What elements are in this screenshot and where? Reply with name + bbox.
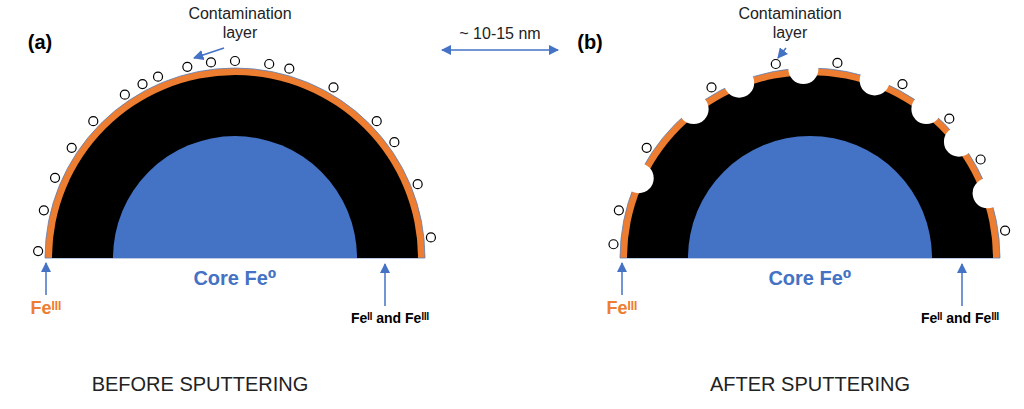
contaminant-dot bbox=[51, 173, 60, 182]
contaminant-dot bbox=[707, 83, 716, 92]
sputter-pit bbox=[944, 127, 974, 157]
callout-label: Feᴵᴵ and Feᴵᴵᴵ bbox=[351, 310, 429, 327]
contaminant-dot bbox=[39, 206, 48, 215]
metal-core bbox=[688, 136, 932, 258]
contaminant-dot bbox=[413, 180, 422, 189]
contaminant-dot bbox=[120, 90, 129, 99]
contaminant-dot bbox=[390, 138, 399, 147]
metal-core bbox=[113, 136, 357, 258]
leader-arrow bbox=[194, 48, 224, 58]
contaminant-dot bbox=[372, 117, 381, 126]
nanoparticle bbox=[609, 54, 1010, 258]
oxide-shell-outer bbox=[45, 68, 425, 258]
sputter-pit bbox=[911, 94, 941, 124]
contaminant-dot bbox=[183, 62, 192, 71]
callout-label: Contamination layer bbox=[725, 4, 855, 42]
dimension-label: ~ 10-15 nm bbox=[459, 24, 540, 43]
contaminant-dot bbox=[945, 114, 954, 123]
contaminant-dot bbox=[898, 80, 907, 89]
contaminant-dot bbox=[609, 240, 618, 249]
callout-label: Feᴵᴵᴵ bbox=[607, 298, 638, 320]
sputter-pit bbox=[679, 94, 709, 124]
contaminant-dot bbox=[642, 143, 651, 152]
region-label: Core Fe⁰ bbox=[193, 266, 276, 290]
dimension-arrow bbox=[442, 49, 558, 51]
contaminant-dot bbox=[976, 155, 985, 164]
nanoparticle bbox=[34, 57, 436, 259]
contaminant-dot bbox=[89, 117, 98, 126]
contaminant-dot bbox=[206, 58, 215, 67]
contaminant-dot bbox=[614, 206, 623, 215]
oxide-shell-outer bbox=[620, 68, 1000, 258]
panel-letter: (b) bbox=[577, 30, 603, 54]
leader-arrow bbox=[45, 263, 47, 295]
mixed-oxide-layer bbox=[627, 75, 993, 258]
contaminant-dot bbox=[329, 83, 338, 92]
contaminant-dot bbox=[285, 64, 294, 73]
leader-arrow bbox=[384, 264, 386, 306]
panel-caption: BEFORE SPUTTERING bbox=[92, 372, 309, 396]
contaminant-dot bbox=[426, 233, 435, 242]
region-label: Core Fe⁰ bbox=[768, 266, 851, 290]
sputter-pit bbox=[860, 65, 890, 95]
sputter-pit bbox=[973, 178, 1003, 208]
contaminant-dot bbox=[265, 59, 274, 68]
contaminant-dot bbox=[138, 80, 147, 89]
callout-label: Contamination layer bbox=[175, 4, 305, 42]
callout-label: Feᴵᴵ and Feᴵᴵᴵ bbox=[921, 310, 999, 327]
contaminant-dot bbox=[231, 57, 240, 66]
contaminant-dot bbox=[34, 247, 43, 256]
leader-arrow bbox=[961, 264, 963, 306]
contaminant-dot bbox=[771, 59, 780, 68]
panel-caption: AFTER SPUTTERING bbox=[710, 372, 910, 396]
contaminant-dot bbox=[154, 72, 163, 81]
leader-arrow bbox=[778, 48, 786, 58]
contaminant-dot bbox=[67, 143, 76, 152]
leader-arrow bbox=[621, 263, 623, 295]
sputter-pit bbox=[788, 54, 818, 84]
contaminant-dot bbox=[833, 58, 842, 67]
sputter-pit bbox=[624, 163, 654, 193]
panel-letter: (a) bbox=[28, 30, 52, 54]
sputter-pit bbox=[724, 68, 754, 98]
mixed-oxide-layer bbox=[52, 75, 418, 258]
contaminant-dot bbox=[1001, 226, 1010, 235]
callout-label: Feᴵᴵᴵ bbox=[31, 298, 62, 320]
